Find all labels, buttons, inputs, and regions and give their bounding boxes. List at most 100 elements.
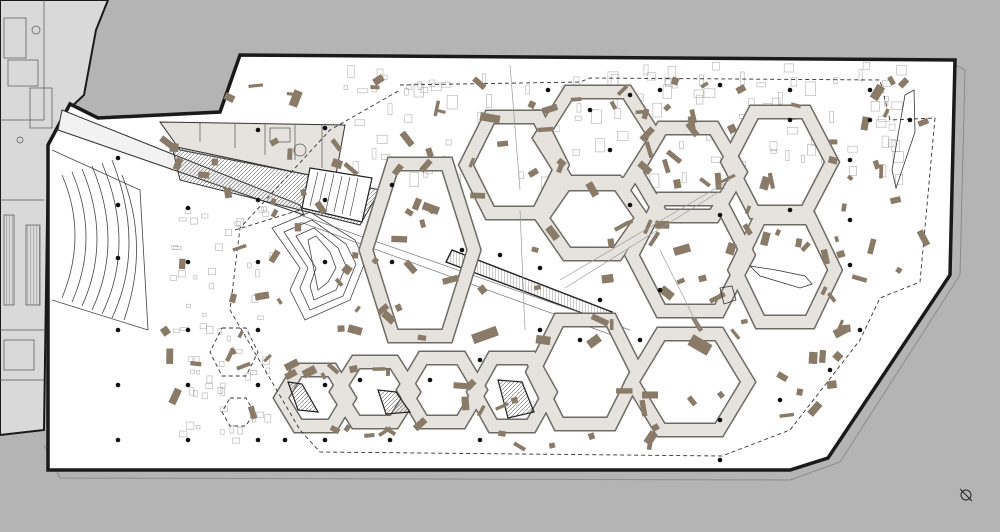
artifact-outline — [178, 217, 187, 222]
artifact-outline — [892, 151, 904, 163]
artifact-outline — [576, 103, 582, 113]
star-stair — [271, 211, 366, 321]
column — [717, 212, 723, 218]
artifact-outline — [171, 245, 178, 250]
artifact-block — [719, 173, 736, 184]
column — [857, 327, 863, 333]
artifact-block — [399, 130, 415, 148]
artifact-block — [391, 163, 404, 177]
artifact-block — [832, 324, 849, 339]
artifact-outline — [376, 134, 388, 144]
artifact-outline — [847, 145, 858, 153]
artifact-block — [556, 157, 567, 168]
column — [657, 287, 663, 293]
display-cases — [287, 379, 535, 419]
artifact-outline — [652, 102, 662, 118]
artifact-block — [872, 159, 881, 170]
column — [255, 327, 261, 333]
artifact-outline — [703, 88, 716, 98]
artifact-outline — [217, 387, 223, 394]
artifact-block — [626, 219, 634, 225]
artifact-block — [700, 81, 709, 89]
column — [115, 255, 121, 261]
artifact-outline — [486, 94, 492, 108]
column — [717, 417, 723, 423]
column — [115, 202, 121, 208]
artifact-block — [531, 246, 539, 254]
artifact-outline — [217, 328, 222, 335]
artifact-outline — [643, 64, 649, 76]
artifact-outline — [256, 411, 264, 418]
artifact-block — [421, 201, 441, 215]
artifact-block — [776, 371, 789, 383]
artifact-block — [725, 241, 737, 256]
artifact-block — [527, 167, 540, 178]
artifact-block — [247, 405, 258, 420]
artifact-outline — [572, 149, 580, 156]
artifact-outline — [881, 135, 890, 148]
artifact-block — [820, 248, 830, 265]
artifact-block — [570, 97, 582, 102]
artifact-block-large — [347, 324, 363, 336]
artifact-outline — [199, 323, 208, 330]
column — [597, 297, 603, 303]
artifact-block — [211, 158, 218, 166]
artifact-block — [774, 228, 782, 237]
artifact-block — [879, 164, 884, 179]
corridor-cell — [534, 176, 650, 260]
artifact-block — [616, 84, 629, 96]
artifact-block — [818, 349, 827, 364]
column — [185, 205, 191, 211]
structural-columns — [115, 82, 913, 463]
artifact-block — [197, 171, 210, 179]
artifact-outline — [237, 426, 243, 435]
artifact-outline — [232, 437, 241, 444]
artifact-block — [223, 187, 233, 199]
column — [115, 155, 121, 161]
artifact-block — [394, 303, 403, 312]
corridor-cell — [459, 111, 569, 219]
artifact-outline — [681, 172, 687, 184]
artifact-block — [895, 266, 903, 275]
artifact-block — [343, 162, 359, 176]
artifact-outline — [695, 94, 704, 105]
artifact-block — [178, 258, 186, 270]
artifact-block — [190, 360, 202, 367]
artifact-outline — [206, 325, 214, 334]
artifact-block — [643, 219, 653, 235]
column — [537, 265, 543, 271]
column — [255, 382, 261, 388]
artifact-outline — [193, 275, 198, 280]
artifact-block — [586, 333, 602, 349]
artifact-block-large — [254, 291, 270, 301]
artifact-block — [418, 158, 433, 173]
artifact-outline — [201, 392, 208, 400]
artifact-outline — [185, 421, 195, 430]
artifact-block — [381, 310, 397, 325]
artifact-outline — [357, 88, 369, 94]
column — [185, 327, 191, 333]
artifact-block — [320, 372, 327, 380]
artifact-block — [826, 292, 837, 303]
artifact-block — [496, 140, 509, 148]
artifact-block — [301, 365, 318, 379]
artifact-outline — [196, 370, 200, 375]
artifact-outline — [614, 108, 622, 119]
artifact-block — [846, 174, 854, 182]
artifact-block — [403, 259, 418, 275]
artifact-block — [376, 303, 390, 316]
artifact-outline — [770, 149, 777, 154]
artifact-outline — [829, 110, 834, 123]
artifact-outline — [354, 119, 365, 127]
artifact-block — [759, 175, 772, 191]
artifact-outline — [769, 141, 778, 152]
artifact-block — [661, 158, 671, 174]
artifact-outline — [896, 65, 907, 76]
artifact-block — [334, 277, 344, 288]
artifact-block — [740, 318, 748, 325]
artifact-block — [477, 284, 488, 295]
artifact-outline — [245, 373, 251, 381]
artifact-outline — [234, 221, 241, 226]
artifact-block — [887, 75, 896, 86]
artifact-outline — [264, 414, 272, 423]
